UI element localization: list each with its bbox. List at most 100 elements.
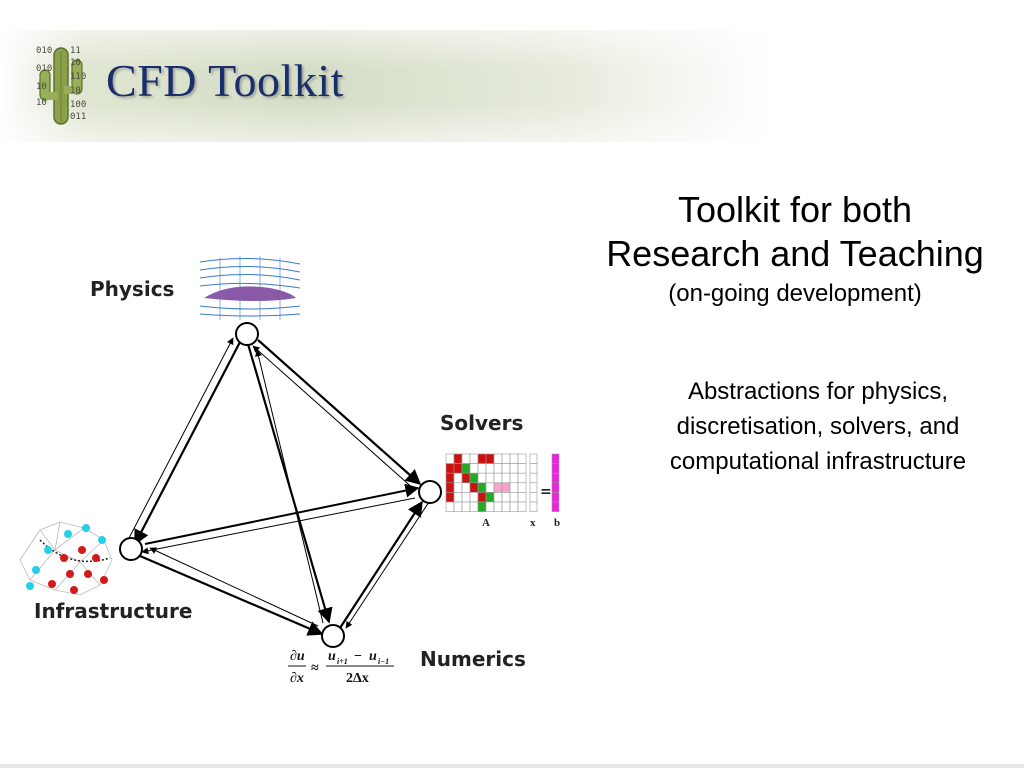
logo-digit: 10 <box>70 58 81 68</box>
matrix-cell <box>461 482 471 493</box>
matrix-cell <box>453 453 463 464</box>
formula-minus: − <box>354 649 362 664</box>
label-numerics: Numerics <box>420 647 526 671</box>
vector-x-cell <box>529 453 538 464</box>
header-band <box>0 30 1024 142</box>
body-text: Abstractions for physics, discretisation… <box>669 378 967 475</box>
matrix-cell <box>469 482 479 493</box>
vertex-solvers <box>418 480 442 504</box>
matrix-cell <box>493 463 503 474</box>
matrix-cell <box>517 453 527 464</box>
matrix-cell <box>485 472 495 484</box>
vector-label-b: b <box>554 517 560 529</box>
matrix-cell <box>461 492 471 503</box>
formula-rhs-denominator: 2Δx <box>346 671 369 686</box>
vertex-infrastructure <box>119 537 143 561</box>
tetrahedron-diagram: Physics Solvers = A x b <box>19 256 560 686</box>
formula-rhs-u2: u <box>369 649 377 664</box>
matrix-cell <box>461 463 471 474</box>
matrix-cell <box>493 492 503 503</box>
matrix-cell <box>509 472 519 484</box>
diagram-edges <box>127 337 430 636</box>
logo-digit: 110 <box>70 72 87 82</box>
formula-lhs-denominator: ∂x <box>290 671 304 686</box>
matrix-cell <box>461 453 471 464</box>
matrix-cell <box>509 463 519 474</box>
matrix-cell <box>493 472 503 484</box>
matrix-cell <box>469 463 479 474</box>
matrix-cell <box>517 482 527 493</box>
matrix-cell <box>485 482 495 493</box>
matrix-cell <box>469 472 479 484</box>
label-solvers: Solvers <box>440 411 523 435</box>
matrix-cell <box>461 472 471 484</box>
matrix-cell <box>493 482 503 493</box>
matrix-cell <box>453 472 463 484</box>
matrix-cell <box>477 453 487 464</box>
matrix-cell <box>501 482 511 493</box>
footer-divider <box>0 764 1024 768</box>
logo-digit: 010 <box>36 64 53 74</box>
matrix-cell <box>485 501 495 512</box>
vector-b-cell <box>551 492 560 503</box>
matrix-cell <box>477 501 487 512</box>
vector-b-icon <box>551 453 560 512</box>
matrix-cell <box>501 492 511 503</box>
matrix-cell <box>453 501 463 512</box>
matrix-cell <box>445 463 455 474</box>
logo-digit: 011 <box>70 112 87 122</box>
matrix-cell <box>509 492 519 503</box>
vector-x-icon <box>529 453 538 512</box>
page-title: CFD Toolkit <box>106 55 344 106</box>
matrix-cell <box>445 501 455 512</box>
matrix-cell <box>477 492 487 503</box>
logo-digit: 11 <box>70 46 81 56</box>
matrix-cell <box>509 453 519 464</box>
vector-b-cell <box>551 472 560 484</box>
matrix-cell <box>517 501 527 512</box>
logo-digit: 10 <box>36 82 47 92</box>
matrix-cell <box>517 492 527 503</box>
airfoil-streamlines-icon <box>199 256 301 320</box>
matrix-cell <box>469 453 479 464</box>
vector-x-cell <box>529 492 538 503</box>
matrix-cell <box>493 453 503 464</box>
matrix-cell <box>477 482 487 493</box>
vector-x-cell <box>529 463 538 474</box>
vertex-numerics <box>321 624 345 648</box>
vector-x-cell <box>529 501 538 512</box>
matrix-cell <box>445 482 455 493</box>
logo-digit: 100 <box>70 100 87 110</box>
matrix-cell <box>501 472 511 484</box>
formula-approx: ≈ <box>311 661 319 676</box>
sparse-matrix-icon <box>445 453 527 512</box>
matrix-cell <box>517 463 527 474</box>
matrix-cell <box>517 472 527 484</box>
matrix-cell <box>461 501 471 512</box>
label-infrastructure: Infrastructure <box>34 599 192 623</box>
matrix-cell <box>453 482 463 493</box>
vertex-physics <box>235 322 259 346</box>
formula-lhs-numerator: ∂u <box>290 649 305 664</box>
vector-x-cell <box>529 482 538 493</box>
vector-label-x: x <box>530 517 536 529</box>
matrix-cell <box>445 453 455 464</box>
matrix-label-a: A <box>482 517 490 529</box>
matrix-cell <box>477 463 487 474</box>
matrix-cell <box>485 463 495 474</box>
logo-digit: 10 <box>70 86 81 96</box>
label-physics: Physics <box>90 277 174 301</box>
cactus-logo-icon: 010 11 10 010 110 10 10 10 100 011 <box>34 42 90 128</box>
matrix-cell <box>501 453 511 464</box>
logo-digit: 10 <box>36 98 47 108</box>
matrix-cell <box>477 472 487 484</box>
logo-digit: 010 <box>36 46 53 56</box>
heading-line-2: Research and Teaching <box>606 233 984 274</box>
matrix-cell <box>485 453 495 464</box>
equals-sign: = <box>540 484 552 500</box>
vector-b-cell <box>551 463 560 474</box>
subheading: (on-going development) <box>668 280 922 307</box>
matrix-cell <box>469 492 479 503</box>
mesh-nodes <box>26 524 108 594</box>
matrix-cell <box>485 492 495 503</box>
